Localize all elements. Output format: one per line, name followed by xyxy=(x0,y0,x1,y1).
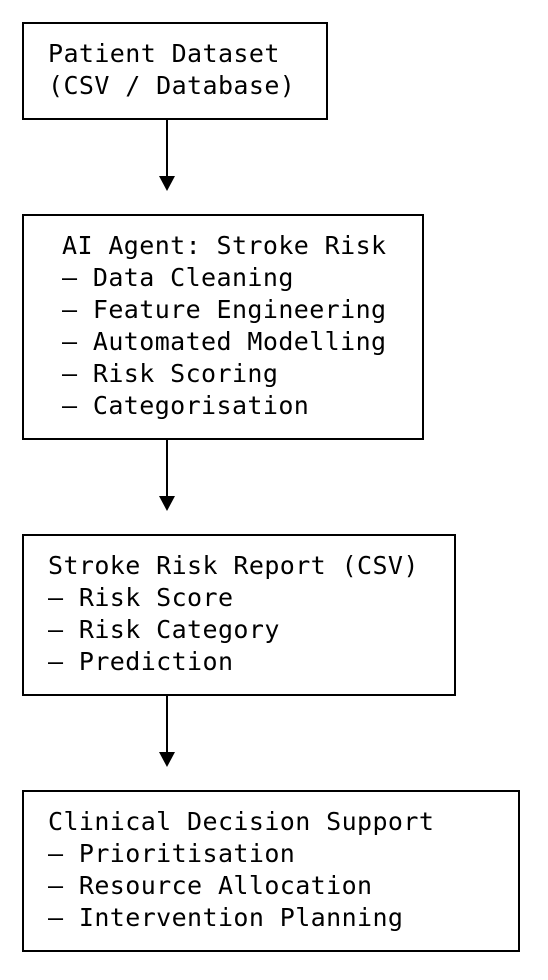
node-ai-agent: AI Agent: Stroke Risk – Data Cleaning – … xyxy=(22,214,424,440)
edge-line-report-to-support xyxy=(166,696,168,752)
node-text: Stroke Risk Report (CSV) – Risk Score – … xyxy=(48,550,419,678)
node-item: – Risk Score xyxy=(48,583,234,612)
node-item: – Prediction xyxy=(48,647,234,676)
arrow-down-icon xyxy=(159,496,175,511)
node-item: – Data Cleaning xyxy=(62,263,294,292)
node-patient-dataset: Patient Dataset (CSV / Database) xyxy=(22,22,328,120)
arrow-down-icon xyxy=(159,176,175,191)
node-title: Clinical Decision Support xyxy=(48,807,435,836)
node-subtitle: (CSV / Database) xyxy=(48,71,296,100)
node-title: Stroke Risk Report (CSV) xyxy=(48,551,419,580)
node-item: – Risk Scoring xyxy=(62,359,279,388)
node-text: Clinical Decision Support – Prioritisati… xyxy=(48,806,434,934)
node-item: – Categorisation xyxy=(62,391,310,420)
node-item: – Prioritisation xyxy=(48,839,296,868)
node-risk-report: Stroke Risk Report (CSV) – Risk Score – … xyxy=(22,534,456,696)
node-item: – Resource Allocation xyxy=(48,871,373,900)
node-item: – Automated Modelling xyxy=(62,327,387,356)
node-clinical-support: Clinical Decision Support – Prioritisati… xyxy=(22,790,520,952)
node-item: – Risk Category xyxy=(48,615,280,644)
node-item: – Feature Engineering xyxy=(62,295,387,324)
edge-line-dataset-to-agent xyxy=(166,120,168,176)
node-text: AI Agent: Stroke Risk – Data Cleaning – … xyxy=(62,230,386,422)
node-text: Patient Dataset (CSV / Database) xyxy=(48,38,295,102)
node-title: Patient Dataset xyxy=(48,39,280,68)
node-title: AI Agent: Stroke Risk xyxy=(62,231,387,260)
node-item: – Intervention Planning xyxy=(48,903,404,932)
arrow-down-icon xyxy=(159,752,175,767)
edge-line-agent-to-report xyxy=(166,440,168,496)
